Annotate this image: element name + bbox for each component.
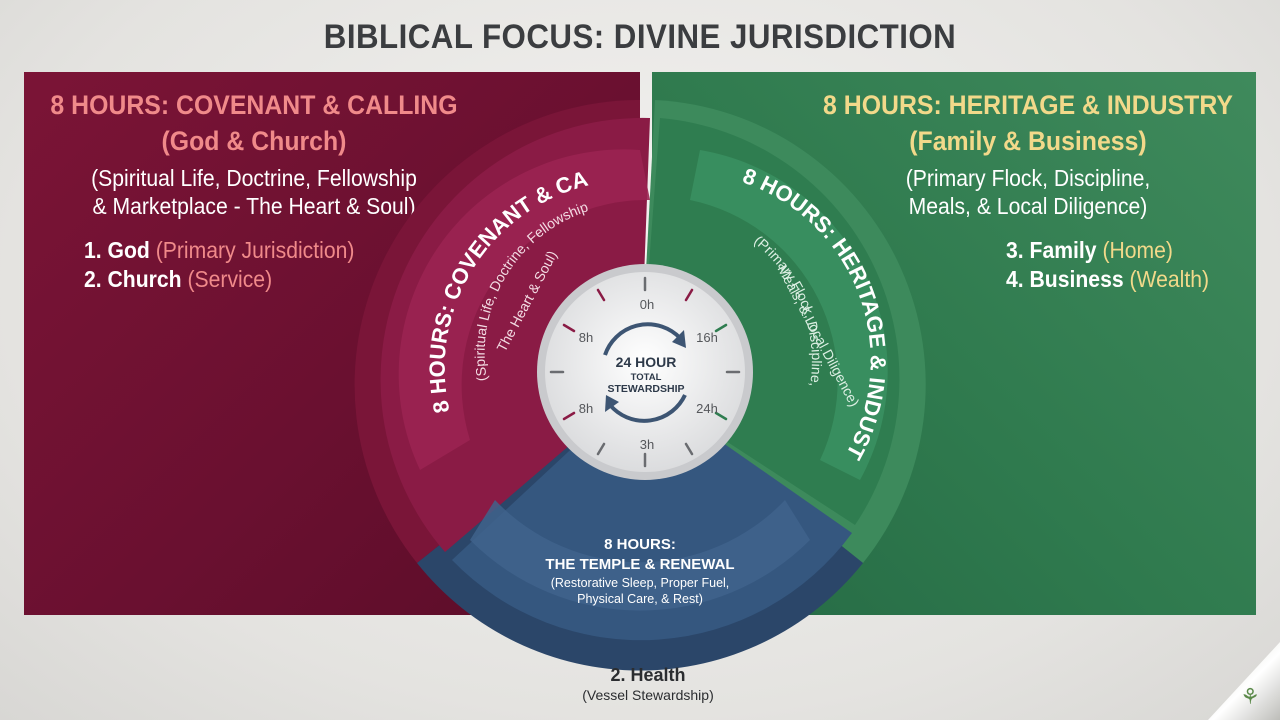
clock-center-line1: 24 HOUR [616,354,677,370]
clock-center-line2: TOTAL [631,372,662,383]
list-item: 2. Church (Service) [84,266,273,292]
left-heading: 8 HOURS: COVENANT & CALLING [50,90,458,120]
left-list: 1. God (Primary Jurisdiction) 2. Church … [84,236,354,294]
clock-label-upper-right: 16h [696,330,718,345]
band-temple [470,500,810,611]
clock-ticks [549,276,741,468]
health-sublabel: (Vessel Stewardship) [582,687,714,703]
cycle-arrowhead-top-icon [672,330,686,348]
list-item: 3. Family (Home) [1006,237,1173,263]
cycle-arrow-bottom-icon [608,394,687,423]
temple-title1: 8 HOURS: [604,536,676,553]
temple-line2: Physical Care, & Rest) [577,592,703,606]
clock-label-top: 0h [640,297,654,312]
cycle-arrowhead-bottom-icon [605,395,619,412]
health-label: 2. Health [610,665,686,685]
clock-label-upper-left: 8h [579,330,593,345]
clock-face [545,272,745,472]
list-item: 4. Business (Wealth) [1006,266,1210,292]
temple-title2: THE TEMPLE & RENEWAL [545,556,734,573]
right-description: (Primary Flock, Discipline, Meals, & Loc… [818,164,1238,220]
right-desc-line1: (Primary Flock, Discipline, [905,165,1151,191]
right-heading: 8 HOURS: HERITAGE & INDUSTRY [823,90,1233,120]
clock-label-bottom: 3h [640,437,654,452]
left-desc-line2: & Marketplace - The Heart & Soul) [92,193,416,219]
clock-label-lower-right: 24h [696,401,718,416]
clock-label-lower-left: 8h [579,401,593,416]
leaf-logo-icon: ⚘ [1240,684,1260,709]
right-subheading: (Family & Business) [909,126,1147,156]
right-desc-line2: Meals, & Local Diligence) [908,193,1148,219]
left-description: (Spiritual Life, Doctrine, Fellowship & … [42,164,465,220]
right-list: 3. Family (Home) 4. Business (Wealth) [1006,236,1209,294]
band-covenant [398,149,650,471]
band-heritage [690,150,888,480]
temple-line1: (Restorative Sleep, Proper Fuel, [551,576,730,590]
cycle-arrow-top-icon [603,322,682,356]
list-item: 1. God (Primary Jurisdiction) [84,237,355,263]
clock-center-line3: STEWARDSHIP [607,383,684,395]
left-desc-line1: (Spiritual Life, Doctrine, Fellowship [91,165,417,191]
left-subheading: (God & Church) [161,126,347,156]
page-title: BIBLICAL FOCUS: DIVINE JURISDICTION [323,18,957,56]
